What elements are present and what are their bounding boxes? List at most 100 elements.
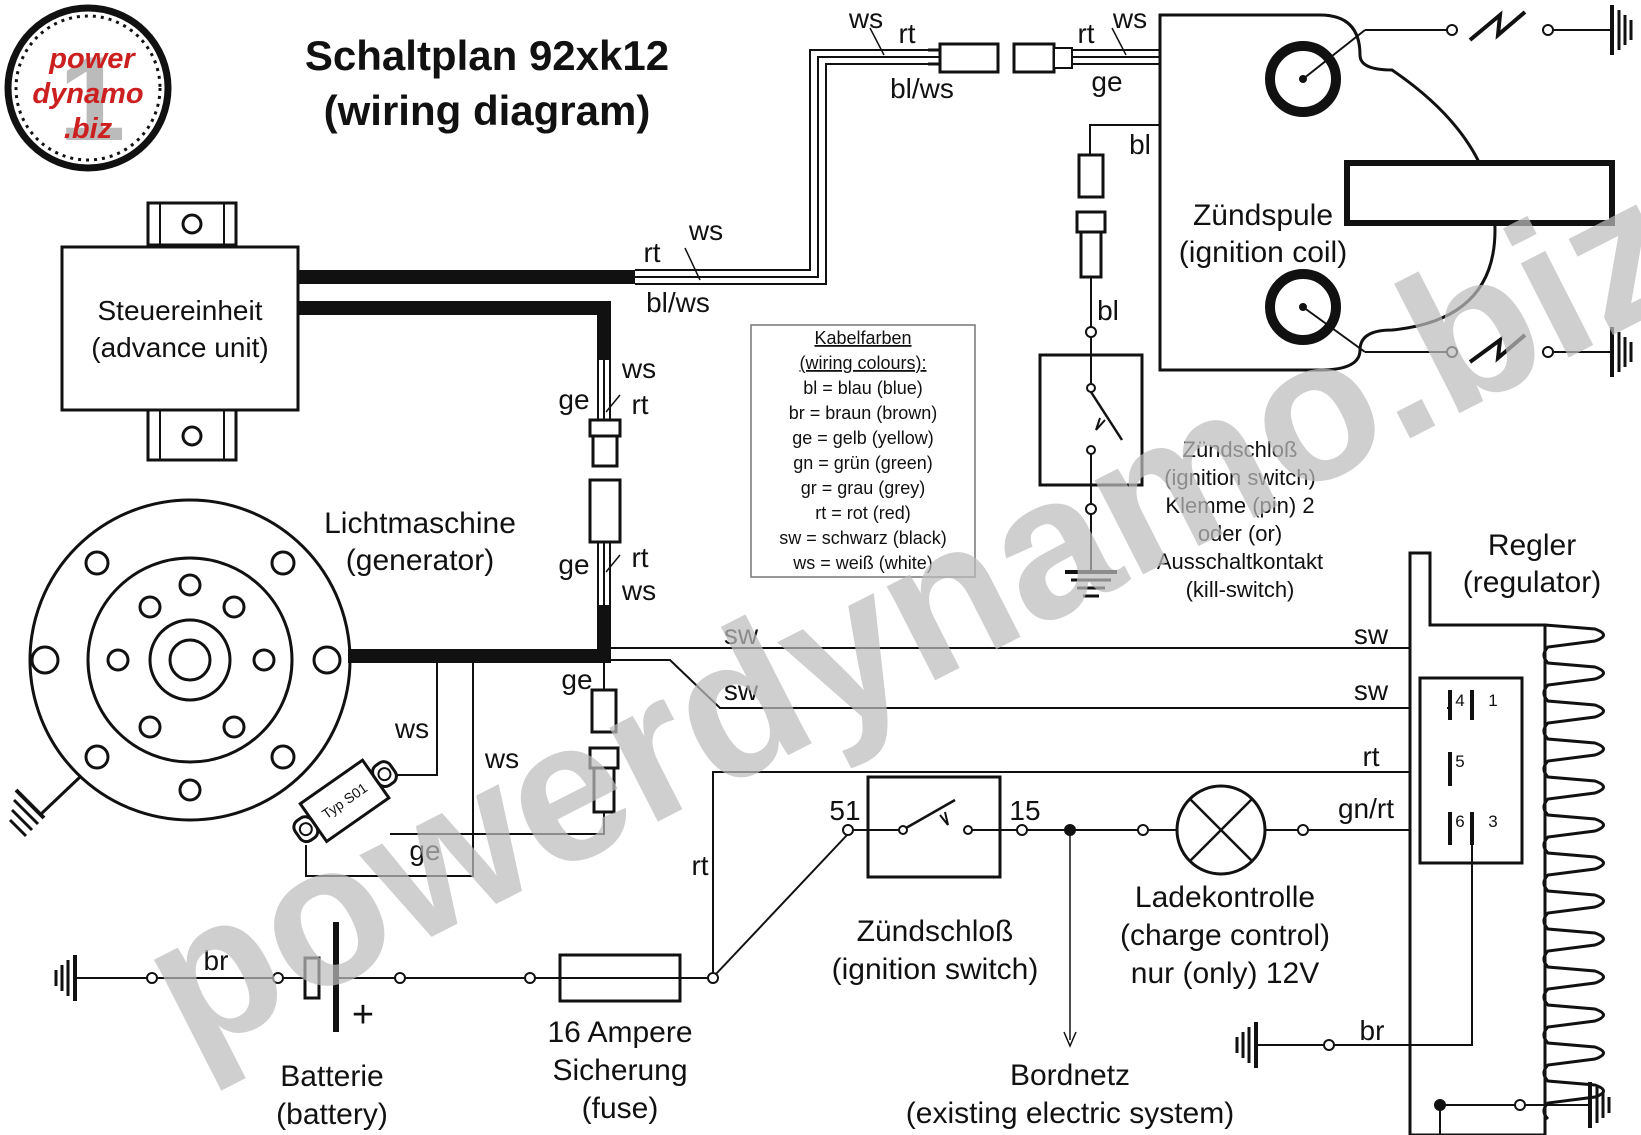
wire-label: ws — [1112, 3, 1147, 34]
advance-unit-cables — [298, 27, 940, 360]
wire-label: rt — [1077, 18, 1094, 49]
fuse: 16 Ampere Sicherung (fuse) — [524, 953, 719, 1125]
wire-label: bl/ws — [890, 73, 954, 104]
charge-control-label-en: (charge control) — [1120, 919, 1330, 952]
kill-switch-pin: Klemme (pin) 2 — [1165, 493, 1314, 518]
wire-label: bl/ws — [646, 287, 710, 318]
bordnetz-label: Bordnetz — [1010, 1059, 1130, 1092]
cable-colour-legend: Kabelfarben (wiring colours): bl = blau … — [750, 324, 976, 578]
advance-unit-label: Steuereinheit — [97, 295, 262, 326]
ground-icon — [1235, 1022, 1258, 1068]
wire-labels: ws rt bl/ws rt ws ge bl bl rt ws bl/ws w… — [204, 3, 1395, 1046]
legend-item: rt = rot (red) — [815, 503, 911, 523]
battery-plus: + — [352, 994, 374, 1036]
legend-item: ge = gelb (yellow) — [792, 428, 934, 448]
wire-label: ws — [621, 575, 656, 606]
rectifier: Typ S01 — [292, 758, 398, 844]
wire-label: ge — [561, 664, 592, 695]
ignition-switch-label-en: (ignition switch) — [832, 953, 1039, 986]
wire-label: bl — [1097, 295, 1119, 326]
charge-control-lamp: Ladekontrolle (charge control) nur (only… — [1120, 784, 1447, 990]
fuse-label: 16 Ampere — [547, 1016, 692, 1049]
ignition-switch-label: Zündschloß — [857, 915, 1014, 948]
ground-icon — [8, 788, 46, 838]
wire-label: ws — [688, 215, 723, 246]
wire-label: ge — [409, 835, 440, 866]
wire-label: rt — [1362, 741, 1379, 772]
title-line2: (wiring diagram) — [324, 87, 651, 134]
wire-label: ws — [848, 3, 883, 34]
regulator-fin-outline — [1542, 623, 1605, 1121]
kill-switch-label: Zündschloß — [1183, 437, 1298, 462]
ground-icon — [1588, 1082, 1611, 1128]
advance-unit: Steuereinheit (advance unit) — [60, 201, 300, 462]
wire-label: sw — [1354, 675, 1389, 706]
legend-item: ws = weiß (white) — [792, 553, 933, 573]
regulator-label: Regler — [1488, 529, 1576, 562]
wire-label: ws — [484, 743, 519, 774]
regulator-pin-6: 6 — [1455, 812, 1464, 831]
fuse-label-2: Sicherung — [552, 1054, 687, 1087]
legend-title: Kabelfarben — [814, 328, 911, 348]
ground-icon — [1610, 327, 1633, 377]
ground-icon — [54, 955, 77, 1001]
legend-item: br = braun (brown) — [789, 403, 938, 423]
wire-label: br — [1360, 1015, 1385, 1046]
wire-label: rt — [631, 389, 648, 420]
logo-power: power — [48, 43, 136, 75]
kill-switch: Zündschloß (ignition switch) Klemme (pin… — [1038, 337, 1323, 602]
kill-switch-label-en: (ignition switch) — [1164, 465, 1316, 490]
battery-label: Batterie — [280, 1060, 383, 1093]
top-connector — [928, 27, 1160, 74]
legend-item: sw = schwarz (black) — [779, 528, 947, 548]
wire-label: sw — [724, 675, 759, 706]
generator: Lichtmaschine (generator) — [28, 498, 516, 822]
ignition-coil-label-en: (ignition coil) — [1179, 236, 1347, 269]
logo-dynamo: dynamo — [32, 78, 143, 110]
regulator-label-en: (regulator) — [1463, 566, 1601, 599]
wire-label: gn/rt — [1338, 793, 1394, 824]
regulator-pin-3: 3 — [1488, 812, 1497, 831]
regulator: Regler (regulator) 4 1 5 6 3 — [1256, 529, 1605, 1135]
wire-label: ws — [394, 713, 429, 744]
wire-label: ge — [1091, 66, 1122, 97]
ignition-coil: Zündspule (ignition coil) — [1158, 10, 1615, 372]
title-line1: Schaltplan 92xk12 — [305, 32, 669, 79]
wire-label: ge — [558, 549, 589, 580]
wire-label: sw — [724, 619, 759, 650]
generator-label-en: (generator) — [346, 544, 494, 577]
logo: 1 power dynamo .biz — [4, 4, 172, 172]
charge-control-voltage: nur (only) 12V — [1131, 957, 1319, 990]
legend-subtitle: (wiring colours): — [799, 353, 926, 373]
advance-unit-label-en: (advance unit) — [91, 332, 268, 363]
legend-item: gr = grau (grey) — [801, 478, 926, 498]
regulator-fins — [1542, 623, 1605, 1121]
regulator-pin-5: 5 — [1455, 752, 1464, 771]
bordnetz-branch: Bordnetz (existing electric system) — [906, 824, 1234, 1130]
kill-switch-contact: Ausschaltkontakt — [1157, 549, 1323, 574]
fuse-label-en: (fuse) — [582, 1092, 659, 1125]
logo-digit: 1 — [59, 32, 126, 166]
logo-biz: .biz — [64, 113, 113, 145]
connector-pair-middle — [588, 360, 622, 605]
wire-label: rt — [631, 542, 648, 573]
wire-label: br — [204, 945, 229, 976]
battery: + Batterie (battery) — [75, 922, 525, 1131]
kill-switch-or: oder (or) — [1198, 521, 1282, 546]
bordnetz-label-en: (existing electric system) — [906, 1097, 1234, 1130]
wire-label: ge — [558, 384, 589, 415]
battery-label-en: (battery) — [276, 1098, 388, 1131]
generator-label: Lichtmaschine — [324, 507, 516, 540]
wire-label: sw — [1354, 619, 1389, 650]
regulator-pin-1: 1 — [1488, 691, 1497, 710]
ignition-switch-pin-15: 15 — [1009, 795, 1040, 826]
wire-label: rt — [691, 850, 708, 881]
charge-control-label: Ladekontrolle — [1135, 881, 1315, 914]
ignition-coil-label: Zündspule — [1193, 199, 1333, 232]
ground-icon — [1610, 5, 1633, 55]
coil-bl-wire — [1075, 124, 1160, 338]
wire-label: rt — [898, 18, 915, 49]
legend-item: gn = grün (green) — [793, 453, 933, 473]
ignition-switch-pin-51: 51 — [829, 795, 860, 826]
